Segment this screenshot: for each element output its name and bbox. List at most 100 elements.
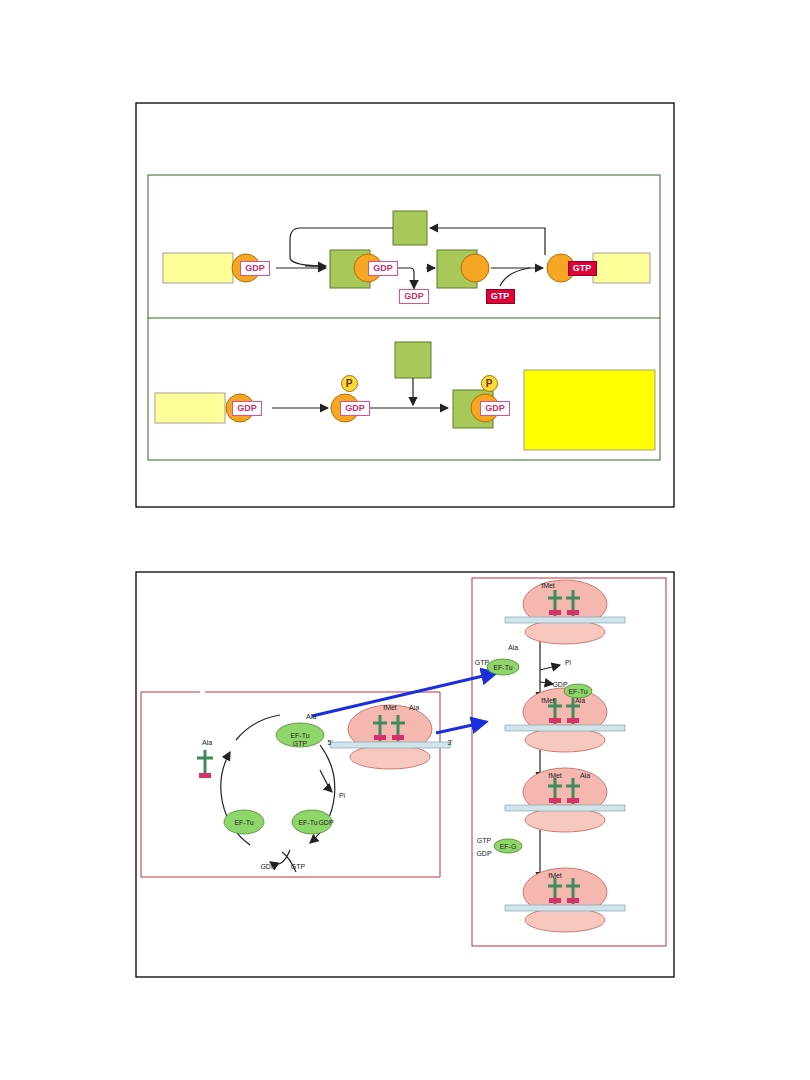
anticodon xyxy=(567,898,579,903)
trna xyxy=(197,750,213,775)
phosphate-circle: P xyxy=(341,375,358,392)
gdp-tag: GDP xyxy=(399,289,429,304)
figure-label: fMet xyxy=(548,872,562,879)
trna xyxy=(548,878,562,904)
anticodon xyxy=(392,735,404,740)
trna xyxy=(548,778,562,804)
slide-frame xyxy=(136,572,674,977)
anticodon xyxy=(374,735,386,740)
figure-label: EF-Tu xyxy=(493,664,512,671)
gtpase-circle xyxy=(461,254,489,282)
gef-square xyxy=(393,211,427,245)
gdp-tag: GDP xyxy=(480,401,510,416)
node-text: P xyxy=(486,378,493,389)
panel-frame xyxy=(148,175,660,460)
slide-frame xyxy=(136,103,674,507)
figure-label: Ala xyxy=(575,697,585,704)
figure-label: Pi xyxy=(339,792,345,799)
figure-label: GDP xyxy=(318,819,333,826)
node-text: GDP xyxy=(485,403,505,413)
empty-box xyxy=(524,370,655,450)
ef-tu xyxy=(487,659,519,675)
gtp-tag: GTP xyxy=(486,289,515,304)
figure-label: GTP xyxy=(475,659,489,666)
figure-label: Ala xyxy=(508,644,518,651)
node-text: GDP xyxy=(404,291,424,301)
figure-label: GTP xyxy=(293,740,307,747)
gdi-square xyxy=(395,342,431,378)
ef-tu xyxy=(224,810,264,834)
figure-label: Ala xyxy=(409,704,419,711)
node-text: GTP xyxy=(491,291,510,301)
gtp-tag: GTP xyxy=(568,261,597,276)
figure-label: EF-Tu xyxy=(290,732,309,739)
gdp-tag: GDP xyxy=(240,261,270,276)
ribosome-small xyxy=(525,908,605,932)
gdp-tag: GDP xyxy=(368,261,398,276)
trna xyxy=(548,590,562,616)
inset-frame xyxy=(141,692,440,877)
figure-label: Pi xyxy=(565,659,571,666)
release-arrow xyxy=(398,268,414,289)
ribosome-small xyxy=(525,728,605,752)
ef-g xyxy=(494,839,522,853)
empty-box xyxy=(155,393,225,423)
mrna xyxy=(505,905,625,911)
mrna xyxy=(330,742,450,748)
ribosome-small xyxy=(350,745,430,769)
figure-label: EF-Tu xyxy=(234,819,253,826)
figure-label: EF-Tu xyxy=(568,688,587,695)
figure-label: fMet xyxy=(541,582,555,589)
anticodon xyxy=(567,610,579,615)
empty-box xyxy=(593,253,650,283)
anticodon xyxy=(549,898,561,903)
anticodon xyxy=(549,610,561,615)
node-text: GDP xyxy=(237,403,257,413)
gdp-tag: GDP xyxy=(232,401,262,416)
figure-label: 3' xyxy=(447,739,452,746)
ef-tu xyxy=(276,723,324,747)
mrna xyxy=(505,617,625,623)
node-text: P xyxy=(346,378,353,389)
anticodon xyxy=(549,798,561,803)
ribosome-small xyxy=(525,620,605,644)
figure-label: fMet xyxy=(541,697,555,704)
figure-label: GDP xyxy=(476,850,491,857)
anticodon xyxy=(199,773,211,778)
ribosome-small xyxy=(525,808,605,832)
figure-label: Ala xyxy=(580,772,590,779)
figure-label: Ala xyxy=(202,739,212,746)
figure-label: fMet xyxy=(383,704,397,711)
trna xyxy=(373,715,387,741)
trna xyxy=(391,715,405,741)
figure-label: fMet xyxy=(548,772,562,779)
anticodon xyxy=(567,798,579,803)
inset-frame xyxy=(472,578,666,946)
divider xyxy=(148,318,660,319)
figure-label: GTP xyxy=(291,863,305,870)
node-text: GDP xyxy=(373,263,393,273)
empty-box xyxy=(163,253,233,283)
trna xyxy=(566,878,580,904)
gdp-tag: GDP xyxy=(340,401,370,416)
figure-label: EF-G xyxy=(500,843,517,850)
phosphate-circle: P xyxy=(481,375,498,392)
trna xyxy=(566,778,580,804)
ef-tu xyxy=(564,684,592,698)
figure-label: Ala xyxy=(306,713,316,720)
mrna xyxy=(505,725,625,731)
figure-label: GDP xyxy=(552,681,567,688)
figure-label: GDP xyxy=(260,863,275,870)
figure-label: 5' xyxy=(327,739,332,746)
node-text: GTP xyxy=(573,263,592,273)
trna xyxy=(566,590,580,616)
figure-label: EF-Tu xyxy=(298,819,317,826)
mrna xyxy=(505,805,625,811)
node-text: GDP xyxy=(245,263,265,273)
anticodon xyxy=(567,718,579,723)
anticodon xyxy=(549,718,561,723)
figure-label: GTP xyxy=(477,837,491,844)
